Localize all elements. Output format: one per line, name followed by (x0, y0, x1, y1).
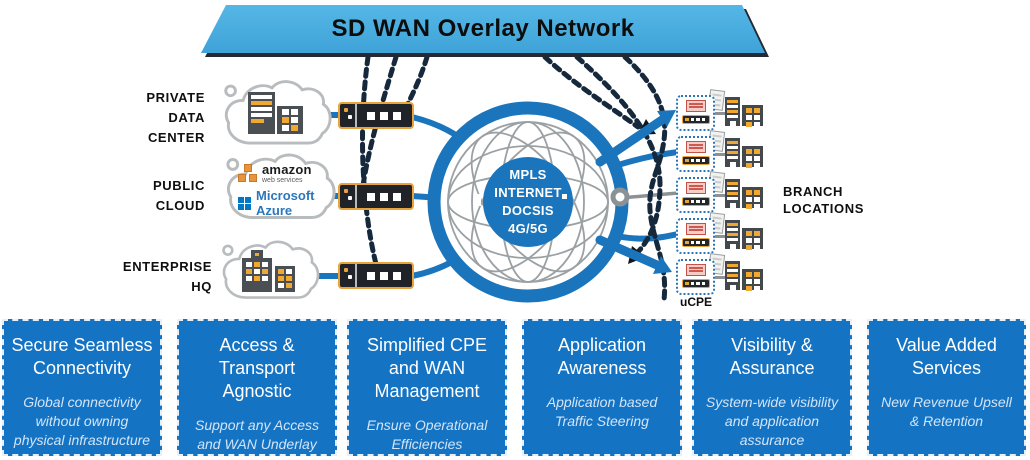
mesh-globe-icon (427, 101, 630, 303)
document-icon (685, 100, 706, 112)
benefit-box-value-added-services: Value Added Services New Revenue Upsell … (867, 319, 1026, 456)
branch-building-icon (725, 179, 763, 209)
document-icon (685, 223, 706, 235)
branch-site-row (676, 130, 791, 172)
cloud-icon (226, 153, 336, 220)
branch-building-icon (725, 138, 763, 168)
benefit-subtitle: Application based Traffic Steering (546, 394, 658, 429)
branch-link (715, 276, 725, 279)
aws-logo-subtext: web services (262, 177, 303, 184)
benefit-title: Access & Transport Agnostic (218, 335, 296, 401)
benefit-box-secure-seamless-connectivity: Secure Seamless Connectivity Global conn… (2, 319, 162, 456)
branch-link (715, 235, 725, 238)
branch-link (715, 194, 725, 197)
tunnel-branch-column (622, 54, 668, 303)
branch-ucpe-box (676, 177, 715, 213)
benefit-box-access-transport-agnostic: Access & Transport Agnostic Support any … (177, 319, 337, 456)
branch-link (715, 112, 725, 115)
sdwan-overlay-banner: SD WAN Overlay Network (201, 5, 765, 53)
cpe-router-icon (338, 183, 414, 210)
label-enterprise-hq: ENTERPRISE HQ (122, 259, 212, 294)
branch-site-row (676, 171, 791, 213)
mini-router-icon (682, 156, 710, 165)
branch-ucpe-box (676, 259, 715, 295)
benefit-subtitle: Support any Access and WAN Underlay (195, 417, 319, 452)
public-cloud-cloud: amazon web services Microsoft Azure (220, 150, 338, 230)
aws-logo: amazon web services (238, 163, 338, 184)
branch-site-row (676, 89, 791, 131)
label-branch-locations: BRANCH LOCATIONS (783, 184, 864, 216)
branch-site-row (676, 212, 791, 254)
benefit-title: Visibility & Assurance (729, 335, 815, 378)
overlay-arrows (595, 110, 676, 274)
cpe-router-icon (338, 262, 414, 289)
microsoft-window-icon (238, 196, 251, 210)
azure-logo-text: Microsoft Azure (256, 188, 315, 218)
mini-router-icon (682, 115, 710, 124)
aws-cubes-icon (238, 163, 258, 184)
server-building-icon (248, 92, 303, 134)
tunnel-to-branch-bottom (574, 54, 663, 257)
tunnel-to-branch-top (542, 54, 641, 130)
branch-building-icon (725, 220, 763, 250)
benefit-subtitle: System-wide visibility and application a… (705, 394, 839, 448)
cpe-router-icon (338, 102, 414, 129)
label-private-data-center: PRIVATE DATA CENTER (146, 90, 205, 145)
branch-ucpe-box (676, 136, 715, 172)
benefit-box-application-awareness: Application Awareness Application based … (522, 319, 682, 456)
benefit-subtitle: Global connectivity without owning physi… (13, 394, 151, 448)
ucpe-label: uCPE (679, 295, 712, 309)
mini-router-icon (682, 197, 710, 206)
banner-title: SD WAN Overlay Network (331, 15, 635, 42)
enterprise-hq-cloud (216, 238, 322, 308)
document-icon (685, 264, 706, 276)
branch-ucpe-box (676, 218, 715, 254)
benefit-title: Secure Seamless Connectivity (11, 335, 153, 378)
city-buildings-icon (242, 250, 295, 292)
core-transport-labels: MPLS INTERNET DOCSIS 4G/5G (494, 167, 562, 236)
azure-logo: Microsoft Azure (238, 188, 338, 218)
label-public-cloud: PUBLIC CLOUD (153, 178, 205, 213)
branch-site-row (676, 253, 791, 295)
mini-router-icon (682, 279, 710, 288)
mini-router-icon (682, 238, 710, 247)
benefit-box-simplified-cpe-wan-management: Simplified CPE and WAN Management Ensure… (347, 319, 507, 456)
private-data-center-cloud (218, 76, 334, 156)
branch-building-icon (725, 97, 763, 127)
branch-link (715, 153, 725, 156)
overlay-tunnel-chains (359, 54, 668, 303)
tunnel-to-cpe3 (360, 54, 380, 271)
document-icon (685, 141, 706, 153)
branch-building-icon (725, 261, 763, 291)
benefit-subtitle: Ensure Operational Efficiencies (366, 417, 488, 452)
benefit-title: Value Added Services (896, 335, 997, 378)
benefit-box-visibility-assurance: Visibility & Assurance System-wide visib… (692, 319, 852, 456)
benefit-title: Simplified CPE and WAN Management (366, 335, 488, 401)
benefit-subtitle: New Revenue Upsell & Retention (881, 394, 1012, 429)
aws-logo-text: amazon (262, 162, 312, 177)
branch-ucpe-box (676, 95, 715, 131)
benefit-title: Application Awareness (557, 335, 647, 378)
document-icon (685, 182, 706, 194)
